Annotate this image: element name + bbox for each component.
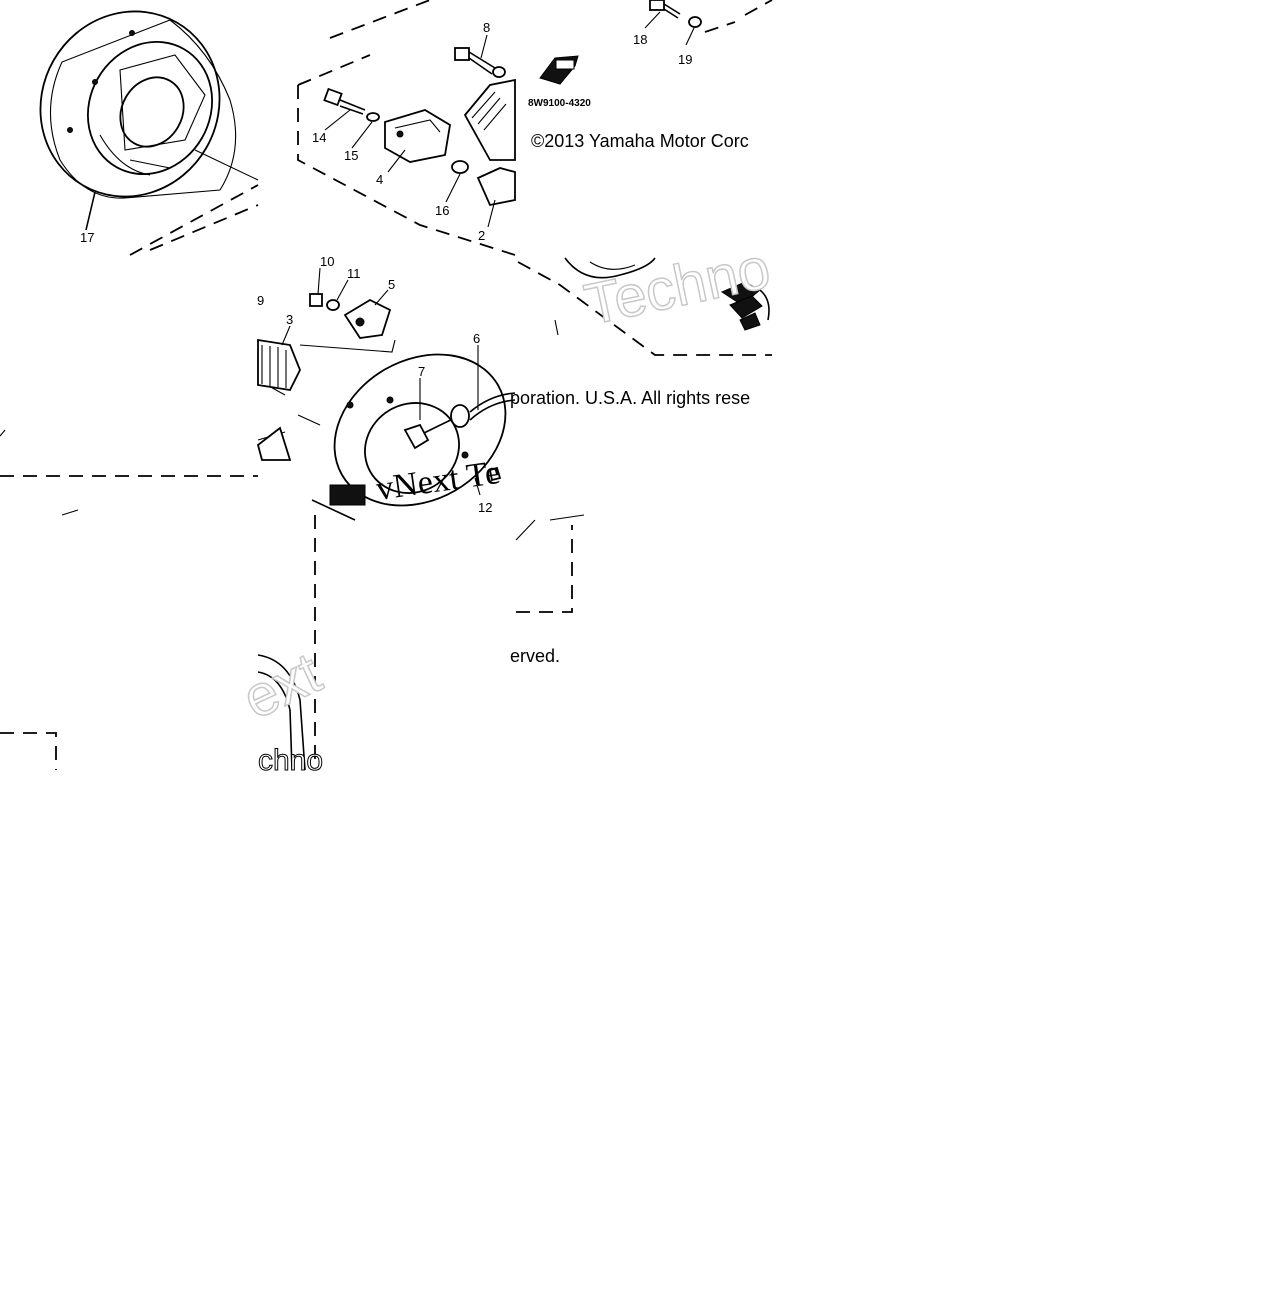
- callout-14: 14: [312, 130, 326, 145]
- callout-10: 10: [320, 254, 334, 269]
- flywheel-rotor-drawing: [39, 10, 259, 256]
- callout-16: 16: [435, 203, 449, 218]
- callout-12: 12: [478, 500, 492, 515]
- part-number-label: 8W9100-4320: [528, 98, 591, 109]
- copyright-line-2: poration. U.S.A. All rights rese: [510, 388, 750, 408]
- bolt-18-drawing: [644, 0, 681, 29]
- coil-4-drawing: [384, 109, 451, 163]
- callout-5: 5: [388, 277, 395, 292]
- callout-3: 3: [286, 312, 293, 327]
- washer-19-drawing: [688, 16, 702, 28]
- callout-8: 8: [483, 20, 490, 35]
- collar-16-drawing: [451, 160, 469, 174]
- callout-7: 7: [418, 364, 425, 379]
- callout-18: 18: [633, 32, 647, 47]
- copyright-line-3: erved.: [510, 646, 560, 666]
- stator-base-plate-drawing: [256, 267, 516, 521]
- watermark-chno: chno: [258, 744, 323, 777]
- watermark-ext: ext: [233, 640, 331, 732]
- label-plate-icon: [539, 55, 579, 85]
- callout-19: 19: [678, 52, 692, 67]
- copyright-line-1: ©2013 Yamaha Motor Corc: [531, 131, 749, 151]
- wire-harness-connector-drawing: [564, 257, 770, 331]
- callout-11: 11: [347, 266, 361, 281]
- callout-17: 17: [80, 230, 94, 245]
- pulser-coil-assembly-drawing: [297, 0, 516, 256]
- charge-coil-drawing: [463, 78, 516, 161]
- coil-2-drawing: [476, 167, 516, 207]
- callout-2: 2: [478, 228, 485, 243]
- callout-4: 4: [376, 172, 383, 187]
- callout-15: 15: [344, 148, 358, 163]
- bolt-8-drawing: [454, 47, 506, 78]
- callout-6: 6: [473, 331, 480, 346]
- washer-15-drawing: [366, 112, 380, 122]
- callout-9: 9: [257, 293, 264, 308]
- bolt-14-drawing: [323, 87, 366, 115]
